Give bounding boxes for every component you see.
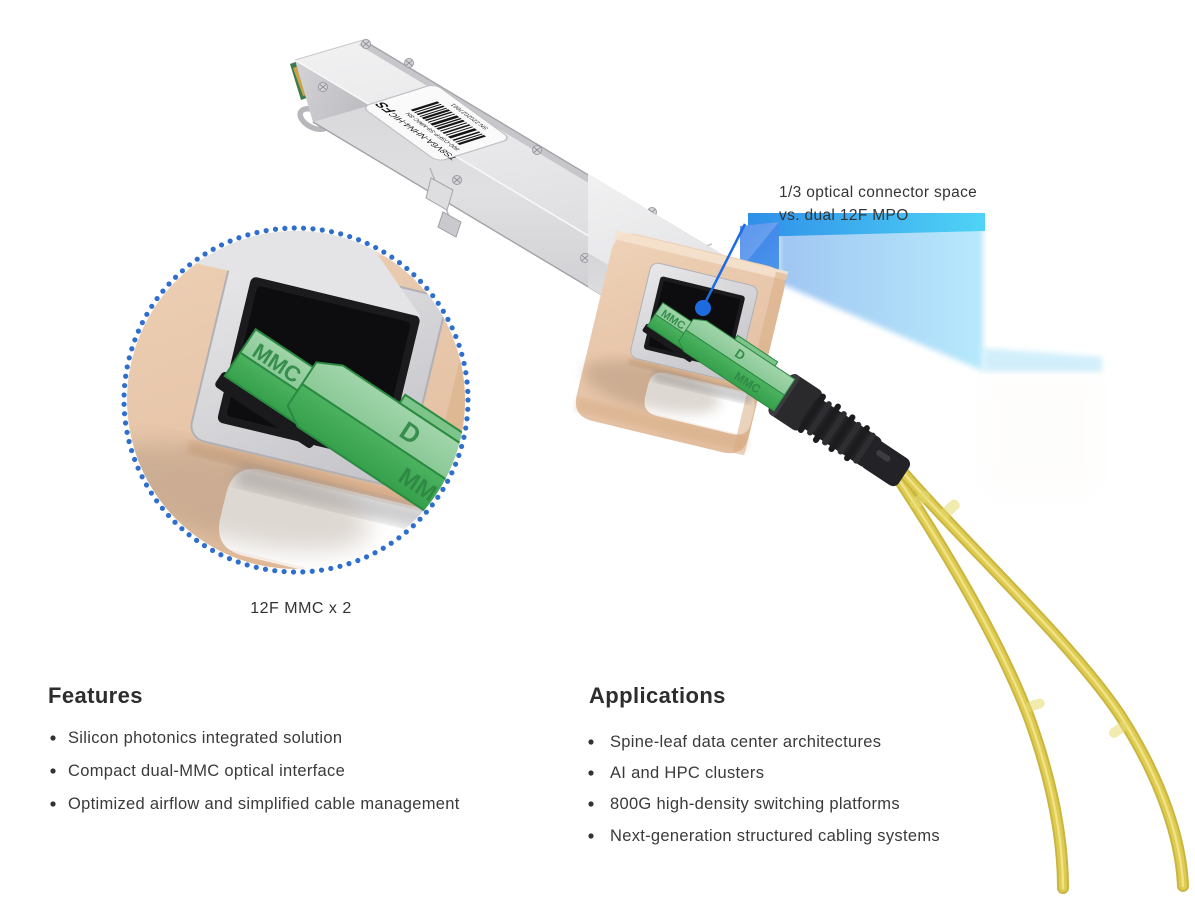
highlight-beam — [740, 213, 1102, 492]
beam-panel — [779, 215, 983, 371]
application-item: Next-generation structured cabling syste… — [610, 827, 940, 845]
callout-line1: 1/3 optical connector space — [779, 184, 977, 201]
features-title: Features — [48, 683, 143, 708]
inset-caption: 12F MMC x 2 — [250, 600, 352, 617]
application-item: 800G high-density switching platforms — [610, 795, 900, 813]
leader-line — [703, 223, 747, 304]
applications-section: Applications Spine-leaf data center arch… — [588, 683, 940, 845]
beam-strip — [983, 348, 1102, 372]
callout-pointer — [695, 223, 747, 316]
latch-tab — [425, 177, 462, 238]
feature-item: Compact dual-MMC optical interface — [68, 762, 345, 780]
application-item: Spine-leaf data center architectures — [610, 733, 881, 751]
label-barcode — [410, 101, 487, 145]
features-section: Features Silicon photonics integrated so… — [48, 683, 460, 813]
beam-block — [740, 222, 779, 270]
callout-dot — [695, 300, 711, 316]
dotted-circle — [121, 225, 471, 575]
module-label: SN:2202027001 800-OSFP-S8-MMC-8N TS8V6A-… — [364, 85, 508, 161]
beam-warm-glow — [985, 372, 1097, 492]
feature-item: Optimized airflow and simplified cable m… — [68, 795, 460, 813]
callout-line2: vs. dual 12F MPO — [779, 207, 909, 224]
application-item: AI and HPC clusters — [610, 764, 764, 782]
beam-band — [748, 213, 985, 237]
applications-title: Applications — [589, 683, 726, 708]
feature-item: Silicon photonics integrated solution — [68, 729, 342, 747]
beam-block-sheen — [740, 222, 779, 270]
fiber-cables — [872, 442, 1189, 894]
